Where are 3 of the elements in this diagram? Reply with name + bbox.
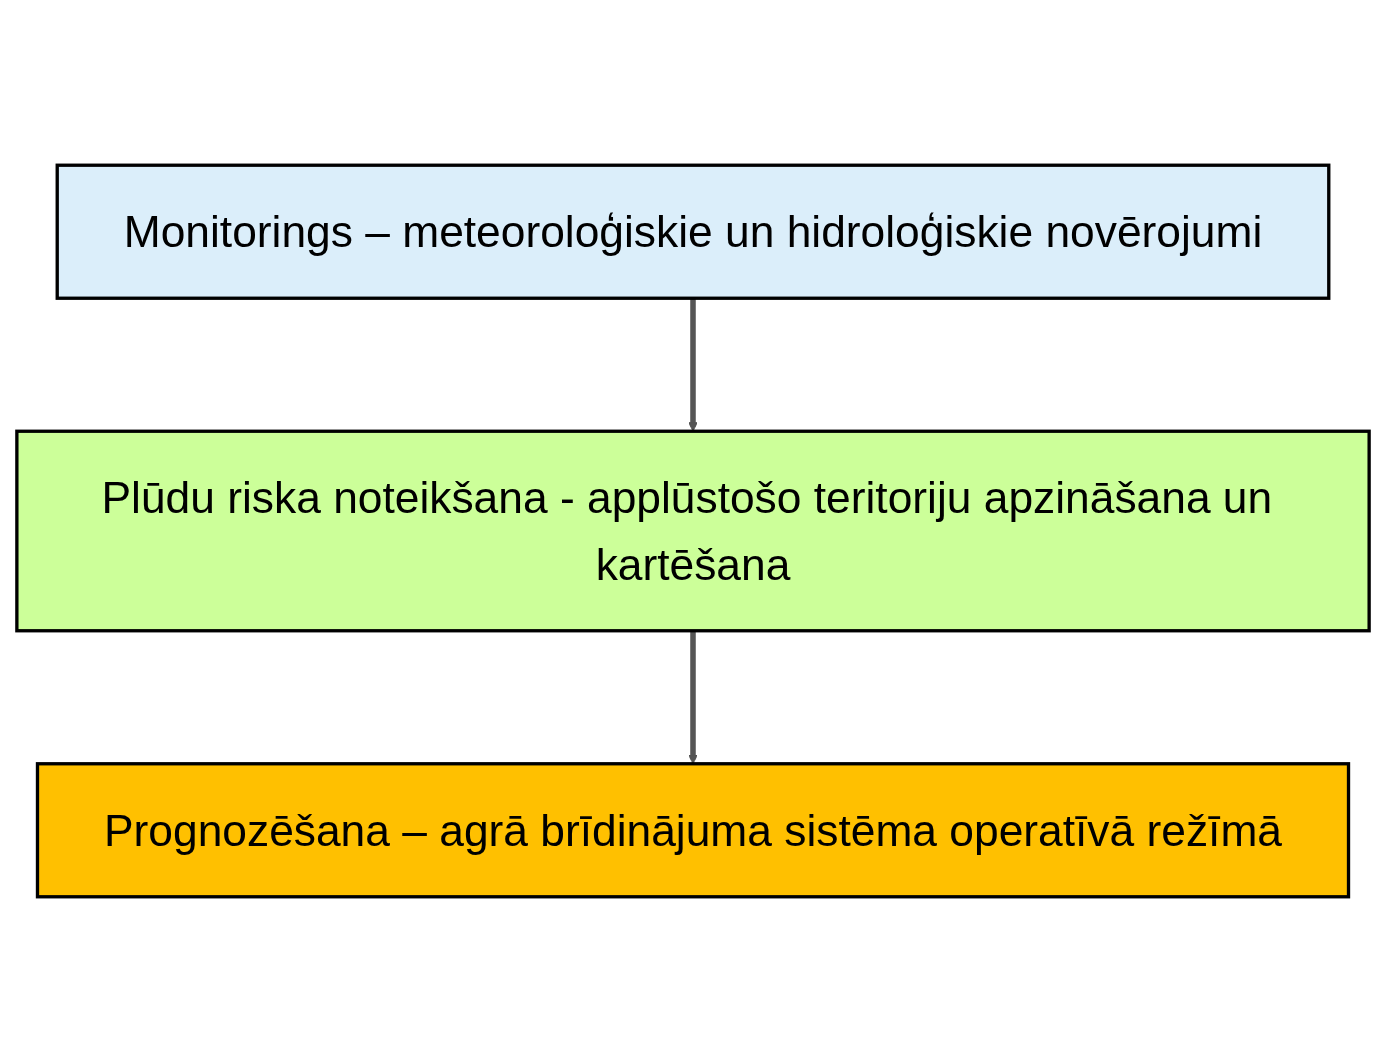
process-box: Plūdu riska noteikšana - applūstošo teritoriju apzināšana un kartēšana (15, 429, 1371, 632)
process-box: Prognozēšana – agrā brīdinājuma sistēma operatīvā režīmā (35, 761, 1351, 898)
process-box: Monitorings – meteoroloģiskie un hidroloģiskie novērojumi (55, 163, 1331, 300)
